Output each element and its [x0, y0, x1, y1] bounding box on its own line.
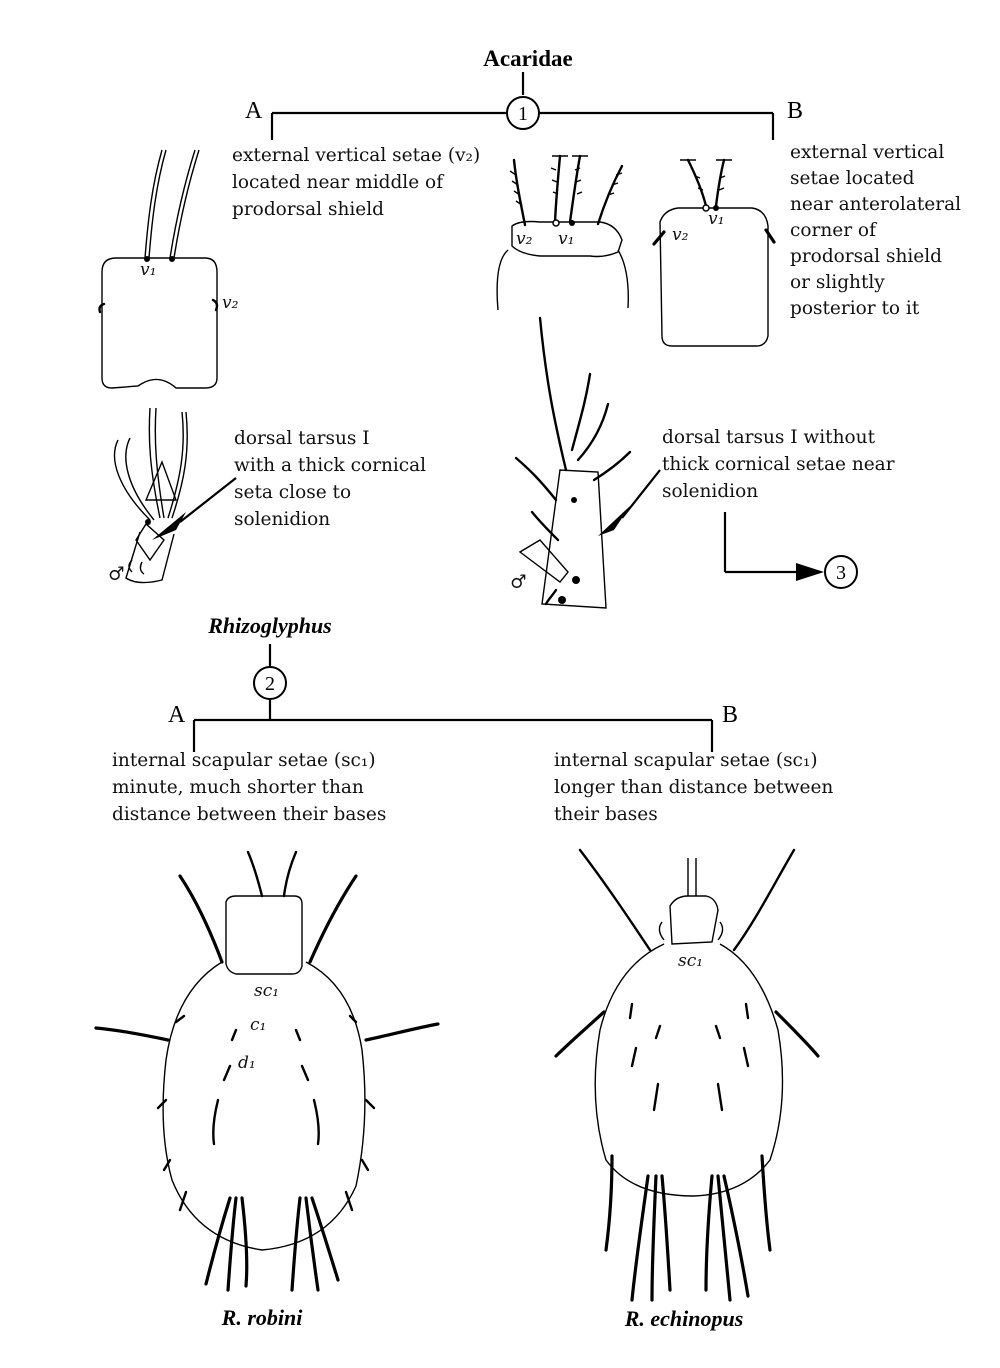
goto-node-number: 3 [836, 562, 846, 584]
goto-node-circle [824, 555, 858, 589]
tb-line-2: thick cornical setae near [662, 454, 895, 475]
c2b-line-2: longer than distance between [554, 777, 833, 798]
c1b-line-4: corner of [790, 220, 877, 241]
c2a-line-2: minute, much shorter than [112, 777, 364, 798]
goto-arrowhead [796, 563, 824, 581]
center-v2-label: v₂ [516, 229, 533, 249]
c1b-line-7: posterior to it [790, 298, 920, 319]
tarsus-a-arrowhead [152, 512, 186, 540]
echinopus-sc1-label: sc₁ [678, 951, 703, 971]
r-echinopus-drawing [554, 848, 820, 1302]
c1b-line-1: external vertical [790, 142, 944, 163]
couplet2-node-number: 2 [265, 673, 275, 695]
prodorsal-shield-a-drawing [98, 149, 219, 389]
couplet1-side-b: B [787, 98, 803, 124]
c2a-line-1: internal scapular setae (sc₁) [112, 750, 376, 771]
c1b-line-6: or slightly [790, 272, 885, 293]
shield-b-v2-label: v₂ [672, 225, 689, 245]
couplet1-b-description: external vertical setae located near ant… [790, 142, 961, 319]
c1a-line-2: located near middle of [232, 172, 444, 193]
c1a-line-3: prodorsal shield [232, 199, 384, 220]
ta-line-2: with a thick cornical [234, 455, 426, 476]
c1b-line-2: setae located [790, 168, 915, 189]
couplet1-side-a: A [245, 98, 263, 124]
couplet2-side-a: A [168, 702, 186, 728]
tarsus-b-arrowhead [598, 506, 630, 536]
tarsus-a-drawing [113, 407, 188, 584]
couplet1-a-description: external vertical setae (v₂) located nea… [232, 145, 480, 220]
prodorsum-center-drawing [496, 154, 629, 311]
c1a-line-1: external vertical setae (v₂) [232, 145, 480, 166]
c2a-line-3: distance between their bases [112, 804, 386, 825]
r-robini-drawing [94, 850, 440, 1292]
c2b-line-1: internal scapular setae (sc₁) [554, 750, 818, 771]
species-b-name: R. echinopus [624, 1306, 744, 1331]
tb-line-1: dorsal tarsus I without [662, 427, 876, 448]
tb-line-3: solenidion [662, 481, 758, 502]
shield-b-v1-label: v₁ [708, 209, 724, 229]
center-v1-label: v₁ [558, 229, 574, 249]
robini-c1-label: c₁ [250, 1015, 266, 1035]
tarsus-b-drawing [514, 316, 632, 609]
genus-title: Rhizoglyphus [207, 613, 332, 638]
c2b-line-3: their bases [554, 804, 658, 825]
tarsus-a-description: dorsal tarsus I with a thick cornical se… [234, 428, 426, 530]
couplet1-node-circle [506, 96, 540, 130]
tarsus-a-arrow-line [179, 477, 237, 523]
robini-d1-label: d₁ [238, 1053, 256, 1073]
c1b-line-5: prodorsal shield [790, 246, 942, 267]
ta-line-1: dorsal tarsus I [234, 428, 370, 449]
tarsus-b-male-symbol: ♂ [510, 572, 527, 593]
family-title: Acaridae [483, 46, 572, 71]
couplet2-a-description: internal scapular setae (sc₁) minute, mu… [112, 750, 386, 825]
prodorsal-shield-b-drawing [652, 158, 776, 347]
ta-line-3: seta close to [234, 482, 351, 503]
couplet2-b-description: internal scapular setae (sc₁) longer tha… [554, 750, 833, 825]
species-a-name: R. robini [221, 1305, 304, 1330]
couplet1-node-number: 1 [518, 103, 528, 125]
robini-sc1-label: sc₁ [254, 981, 279, 1001]
shield-a-v2-label: v₂ [222, 293, 239, 313]
tarsus-b-description: dorsal tarsus I without thick cornical s… [662, 427, 895, 502]
couplet2-side-b: B [722, 702, 738, 728]
c1b-line-3: near anterolateral [790, 194, 961, 215]
tarsus-a-male-symbol: ♂ [108, 564, 125, 585]
ta-line-4: solenidion [234, 509, 330, 530]
tarsus-b-arrow-line [621, 469, 661, 519]
shield-a-v1-label: v₁ [140, 260, 156, 280]
